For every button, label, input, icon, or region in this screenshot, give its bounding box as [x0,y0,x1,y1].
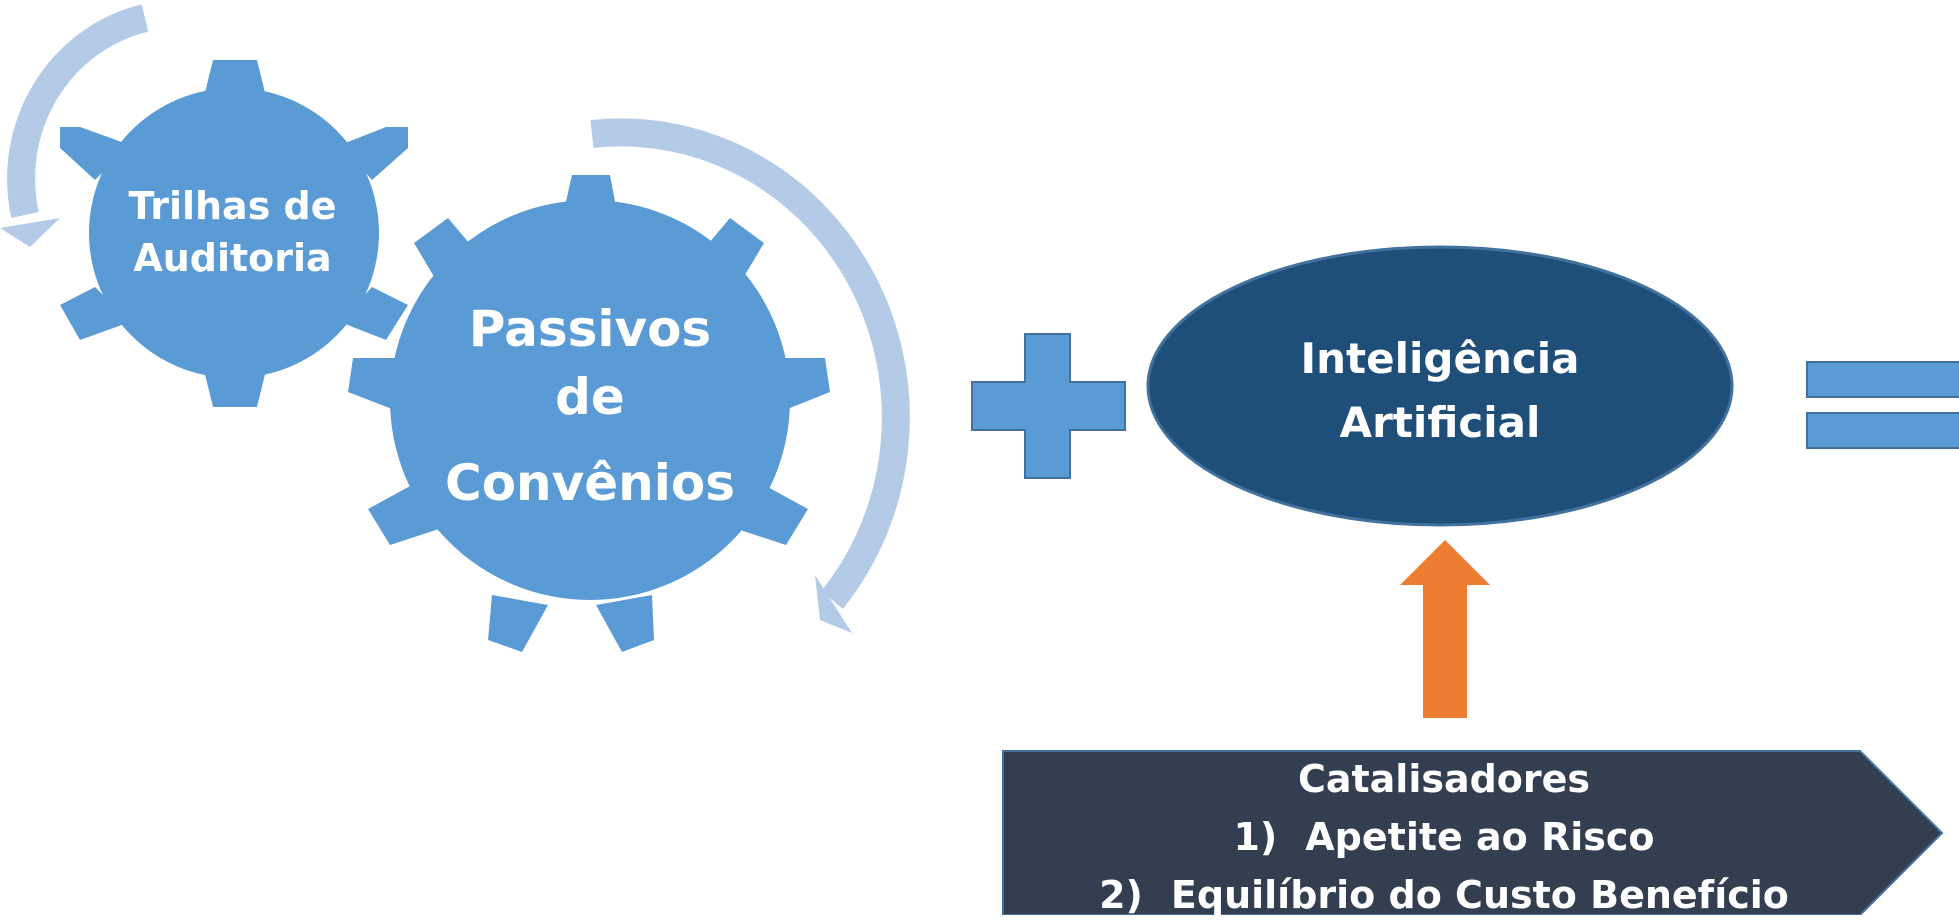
ai-label: Inteligência Artificial [1180,327,1700,455]
ai-line-1: Inteligência [1300,334,1580,383]
equals-sign-icon [1806,361,1959,449]
catalysts-title: Catalisadores [1297,757,1591,801]
gear-large-line-3: Convênios [445,454,735,512]
gear-large-line-1: Passivos [468,300,712,358]
large-gear [348,175,830,652]
plus-sign-icon [971,333,1126,479]
gear-large-label: Passivos de Convênios [420,295,760,535]
ai-line-2: Artificial [1339,398,1541,447]
cycle-arrow-small-icon [0,4,149,247]
up-arrow-icon [1400,540,1490,718]
catalyst-item-1: 1) Apetite ao Risco [1004,808,1884,866]
cycle-arrow-large-icon [590,118,910,633]
ai-ellipse [1146,245,1734,527]
catalyst-item-2-text: Equilíbrio do Custo Benefício [1170,873,1789,917]
catalyst-item-1-number: 1) [1233,815,1278,859]
gear-large-line-2: de [555,368,625,426]
catalyst-item-2: 2) Equilíbrio do Custo Benefício [1004,866,1884,924]
gear-small-line-1: Trilhas de [128,184,337,228]
gear-small-line-2: Auditoria [133,236,332,280]
small-gear [60,60,408,407]
catalysts-banner [1002,750,1944,916]
catalyst-item-1-text: Apetite ao Risco [1305,815,1655,859]
catalyst-item-2-number: 2) [1099,873,1143,917]
catalysts-text: Catalisadores 1) Apetite ao Risco 2) Equil… [1004,750,1884,924]
gear-small-label: Trilhas de Auditoria [110,180,355,284]
